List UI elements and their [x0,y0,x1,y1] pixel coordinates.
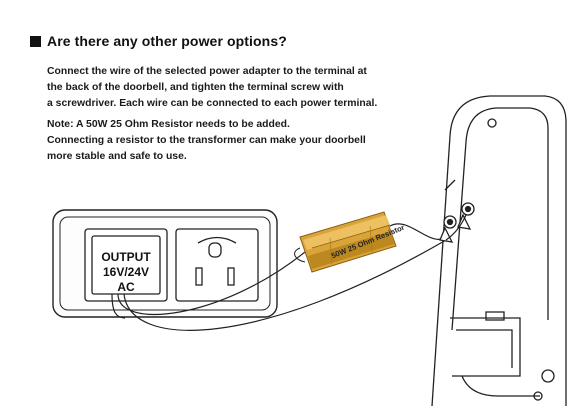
note-paragraph: Note: A 50W 25 Ohm Resistor needs to be … [47,117,447,165]
instructions-line: the back of the doorbell, and tighten th… [47,82,344,93]
instructions-paragraph: Connect the wire of the selected power a… [47,64,447,112]
doorbell-back [431,95,567,406]
note-line: more stable and safe to use. [47,151,187,162]
adapter-voltage-label: 16V/24V AC [102,265,150,294]
wall-socket [175,228,259,302]
section-title: Are there any other power options? [47,33,287,49]
instructions-line: Connect the wire of the selected power a… [47,66,367,77]
adapter-output-label: OUTPUT [101,250,151,264]
doorbell-wire [445,214,467,241]
resistor [294,211,449,273]
note-line: Connecting a resistor to the transformer… [47,135,366,146]
section-heading: Are there any other power options? [30,33,287,49]
instructions-line: a screwdriver. Each wire can be connecte… [47,98,378,109]
adapter-wires [111,239,447,331]
heading-bullet-square [30,35,41,47]
note-line: Note: A 50W 25 Ohm Resistor needs to be … [47,119,290,130]
